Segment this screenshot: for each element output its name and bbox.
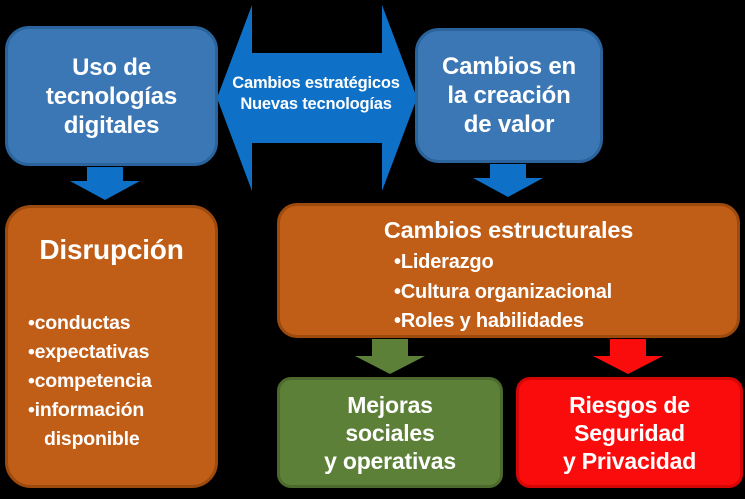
arrow-estructurales-to-mejoras-icon xyxy=(355,339,425,374)
box-cambios-estructurales: Cambios estructurales Liderazgo Cultura … xyxy=(277,203,740,338)
bullet-item: Roles y habilidades xyxy=(394,307,737,337)
bullet-item: expectativas xyxy=(28,338,208,367)
bullet-item: conductas xyxy=(28,309,208,338)
box-text-line: y operativas xyxy=(324,447,456,474)
arrow-label-line: Nuevas tecnologías xyxy=(240,95,392,113)
box-text-line: tecnologías xyxy=(45,82,178,110)
box-riesgos-seguridad-privacidad: Riesgos de Seguridad y Privacidad xyxy=(516,377,743,488)
box-cambios-creacion-valor: Cambios en la creación de valor xyxy=(415,28,603,163)
box-text-line: sociales xyxy=(345,419,435,446)
bullet-item: Cultura organizacional xyxy=(394,278,737,308)
bidirectional-arrow-icon xyxy=(217,5,417,191)
box-text-line: Riesgos de xyxy=(569,391,690,418)
box-disrupcion: Disrupción conductas expectativas compet… xyxy=(5,205,218,488)
box-text-line: Mejoras xyxy=(347,391,433,418)
box-text-line: Cambios en xyxy=(441,53,577,80)
box-title: Cambios estructurales xyxy=(383,217,634,243)
box-text-line: digitales xyxy=(63,111,160,139)
box-text-line: y Privacidad xyxy=(562,447,697,474)
bullet-item: competencia xyxy=(28,367,208,396)
box-mejoras-sociales-operativas: Mejoras sociales y operativas xyxy=(277,377,503,488)
arrow-label-line: Cambios estratégicos xyxy=(232,74,400,92)
disrupcion-bullet-list: conductas expectativas competencia infor… xyxy=(28,309,208,454)
arrow-estructurales-to-riesgos-icon xyxy=(593,339,663,374)
bullet-item: Liderazgo xyxy=(394,248,737,278)
box-text-line: de valor xyxy=(463,111,555,138)
box-text-line: Seguridad xyxy=(574,419,685,446)
arrow-valor-to-estructurales-icon xyxy=(473,164,543,197)
box-text-line: la creación xyxy=(447,82,571,109)
arrow-uso-to-disrupcion-icon xyxy=(70,167,140,200)
box-title: Disrupción xyxy=(39,234,184,265)
box-uso-tecnologias: Uso de tecnologías digitales xyxy=(5,26,218,166)
bidirectional-arrow-label: Cambios estratégicos Nuevas tecnologías xyxy=(218,73,414,115)
bullet-item: información disponible xyxy=(28,396,208,454)
estructurales-bullet-list: Liderazgo Cultura organizacional Roles y… xyxy=(394,248,737,337)
box-text-line: Uso de xyxy=(72,53,151,81)
